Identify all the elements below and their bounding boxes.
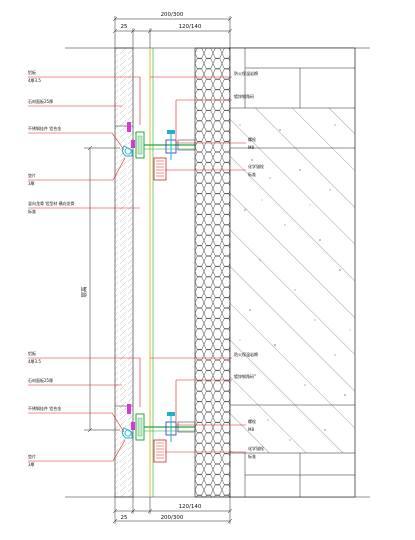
label-ul-4-line1: 竖向龙骨 铝型材 横向龙骨 (28, 200, 75, 206)
label-ul-3-line2: 3厚 (28, 181, 35, 186)
label-ul-1-line1: 石材面板25厚 (28, 98, 53, 104)
insulation-layer (194, 47, 231, 498)
label-ur-2-line1: 螺栓 (248, 136, 256, 142)
label-ll-0-line2: 4厚3.5 (28, 359, 41, 364)
label-ur-3-line2: 标准 (248, 171, 256, 177)
upper-bracket-assembly (121, 122, 196, 181)
label-lr-2-line1: 螺栓 (248, 418, 256, 424)
upper-slab-plate (177, 139, 196, 151)
bottom-dimension-group (112, 497, 233, 524)
dim-bottom-right: 120/140 (179, 504, 202, 510)
vertical-dimension-group (84, 145, 120, 433)
upper-hanger-cyan (121, 145, 133, 157)
dim-top-right: 120/140 (179, 24, 202, 30)
top-dimension-group (112, 16, 233, 48)
label-ll-3-line2: 3厚 (28, 462, 35, 467)
lower-pad-magenta-2 (131, 422, 135, 430)
label-ll-1-line1: 石材面板25厚 (28, 377, 53, 383)
label-ul-4-line2: 标准 (28, 208, 36, 214)
label-ul-0-line1: 铝板 (28, 69, 36, 75)
dim-top-total: 200/300 (161, 12, 184, 18)
leader-lines (28, 76, 246, 462)
lower-pad-magenta (127, 404, 131, 414)
dim-vertical-span: 层高 (80, 286, 88, 298)
concrete-slab-hatch (230, 108, 355, 453)
dim-bottom-total: 200/300 (161, 515, 184, 521)
label-lr-3-line2: 标准 (248, 453, 256, 459)
upper-hanger-circle (124, 147, 132, 155)
label-lr-1-line1: 镀锌钢角码 (234, 373, 254, 379)
lower-keel-inner (137, 417, 143, 437)
label-ur-0-line1: 防火保温岩棉 (234, 70, 258, 76)
label-ll-3-line1: 垫片 (28, 453, 36, 459)
lower-anchor-threads (156, 442, 164, 459)
lower-bracket-assembly (121, 404, 196, 463)
concrete-speckles (239, 124, 351, 441)
label-ul-2-line1: 不锈钢挂件 铝合金 (28, 125, 61, 131)
label-lr-3-line1: 化学锚栓 (248, 445, 264, 451)
upper-anchor-threads (156, 160, 164, 177)
lower-bolt-cap (167, 412, 175, 416)
dim-top-left: 25 (121, 24, 128, 30)
label-ur-1-line1: 镀锌钢角码 (234, 93, 254, 99)
lower-hanger-circle (124, 429, 132, 437)
upper-keel-inner (137, 135, 143, 155)
lower-slab-plate (177, 421, 196, 433)
label-ul-3-line1: 垫片 (28, 172, 36, 178)
label-lr-2-line2: M8 (248, 427, 254, 432)
dim-bottom-left: 25 (121, 515, 128, 521)
label-ul-0-line2: 4厚3.5 (28, 78, 41, 83)
upper-pad-magenta (127, 122, 131, 132)
label-ur-3-line1: 化学锚栓 (248, 163, 264, 169)
stone-panel (114, 47, 134, 498)
lower-hanger-cyan (121, 427, 133, 439)
upper-anchor-red (153, 157, 167, 181)
label-ll-0-line1: 铝板 (28, 350, 36, 356)
label-lr-0-line1: 防火保温岩棉 (234, 351, 258, 357)
label-ll-2-line1: 不锈钢挂件 铝合金 (28, 405, 61, 411)
label-ur-2-line2: M8 (248, 145, 254, 150)
upper-bolt-cap (167, 130, 175, 134)
lower-anchor-red (153, 439, 167, 463)
upper-pad-magenta-2 (131, 140, 135, 148)
